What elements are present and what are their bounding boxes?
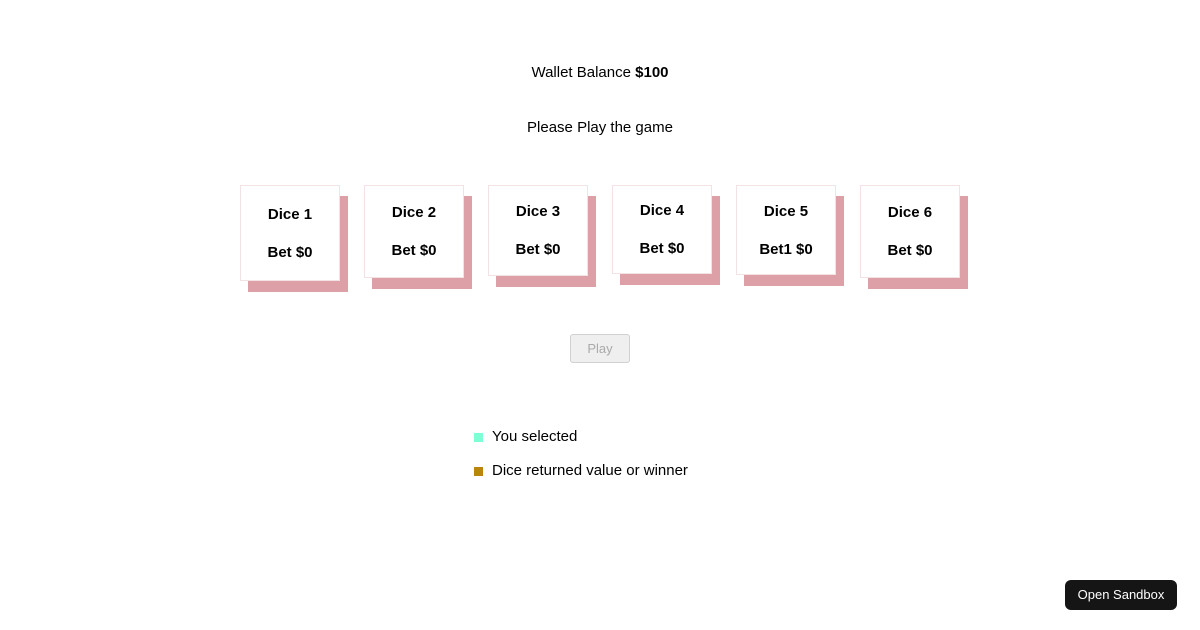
wallet-balance: Wallet Balance $100 <box>0 62 1200 84</box>
dice-card[interactable]: Dice 6 Bet $0 <box>860 185 968 289</box>
dice-card-face[interactable]: Dice 6 Bet $0 <box>860 185 960 278</box>
legend-swatch-winner <box>474 466 483 476</box>
dice-card-name: Dice 3 <box>515 203 561 220</box>
open-sandbox-button[interactable]: Open Sandbox <box>1065 580 1177 610</box>
dice-card-bet: Bet $0 <box>887 242 933 259</box>
dice-card-bet: Bet $0 <box>639 240 685 257</box>
legend-item-label: You selected <box>492 428 578 445</box>
dice-card-name: Dice 4 <box>639 202 685 219</box>
dice-card[interactable]: Dice 1 Bet $0 <box>240 185 348 292</box>
legend-swatch-selected <box>474 432 483 442</box>
game-status-message: Please Play the game <box>527 119 673 136</box>
dice-card-face[interactable]: Dice 2 Bet $0 <box>364 185 464 278</box>
dice-card-face[interactable]: Dice 1 Bet $0 <box>240 185 340 281</box>
dice-card-face[interactable]: Dice 5 Bet1 $0 <box>736 185 836 275</box>
dice-card[interactable]: Dice 3 Bet $0 <box>488 185 596 287</box>
dice-card-bet: Bet $0 <box>267 243 313 261</box>
wallet-balance-label: Wallet Balance <box>531 64 631 81</box>
legend-item: You selected <box>474 420 688 454</box>
dice-card-name: Dice 1 <box>267 205 313 223</box>
dice-card-bet: Bet $0 <box>391 242 437 259</box>
legend-item-label: Dice returned value or winner <box>492 462 688 479</box>
wallet-balance-amount: $100 <box>635 64 669 81</box>
dice-card-face[interactable]: Dice 4 Bet $0 <box>612 185 712 274</box>
dice-card-name: Dice 6 <box>887 204 933 221</box>
dice-card-face[interactable]: Dice 3 Bet $0 <box>488 185 588 276</box>
dice-card-name: Dice 5 <box>763 202 809 220</box>
dice-card-name: Dice 2 <box>391 204 437 221</box>
dice-card-bet: Bet $0 <box>515 241 561 258</box>
dice-card[interactable]: Dice 5 Bet1 $0 <box>736 185 844 286</box>
dice-card-bet: Bet1 $0 <box>759 240 813 258</box>
dice-card[interactable]: Dice 4 Bet $0 <box>612 185 720 285</box>
play-button[interactable]: Play <box>570 334 630 363</box>
dice-card[interactable]: Dice 2 Bet $0 <box>364 185 472 289</box>
legend-item: Dice returned value or winner <box>474 454 688 488</box>
